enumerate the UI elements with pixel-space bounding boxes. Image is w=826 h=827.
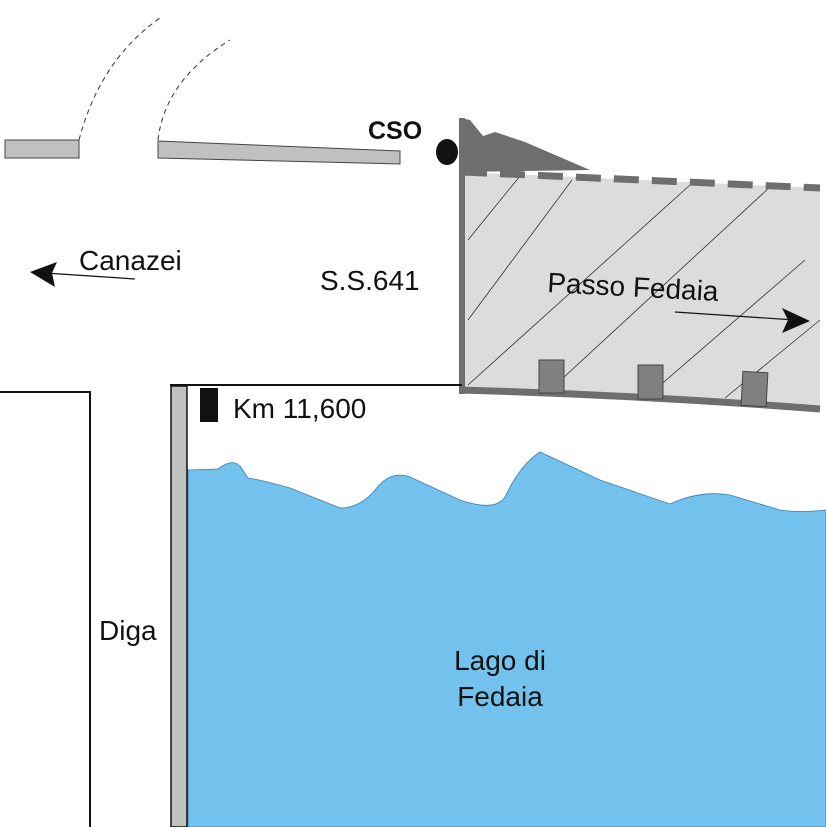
building-top-edge [461, 168, 821, 192]
arrow-right-icon [782, 308, 810, 333]
km-marker [200, 388, 218, 422]
passo-arrow-line [674, 311, 796, 321]
lake-label-line2: Fedaia [457, 681, 543, 712]
diga-label: Diga [99, 615, 157, 646]
dashed-curve-left [78, 17, 161, 141]
hatching [467, 175, 821, 399]
pillar [538, 359, 565, 394]
pillar [740, 370, 769, 408]
road-label: S.S.641 [320, 265, 420, 296]
road-barrier-left [4, 139, 80, 159]
lake [187, 451, 826, 827]
canazei-arrow-line [44, 272, 136, 280]
dam-wall [170, 385, 188, 827]
canazei-label: Canazei [79, 245, 182, 276]
cso-label: CSO [368, 117, 422, 145]
shore-outline [0, 391, 91, 827]
pillar [637, 364, 664, 400]
arrow-left-icon [30, 262, 57, 287]
building-roof [460, 118, 590, 172]
lake-label-line1: Lago di [454, 645, 546, 676]
dashed-curve-right [157, 39, 231, 141]
cso-station-marker [436, 139, 458, 165]
passo-area [462, 172, 820, 410]
km-label: Km 11,600 [233, 393, 366, 424]
road-barrier-right [157, 140, 401, 165]
